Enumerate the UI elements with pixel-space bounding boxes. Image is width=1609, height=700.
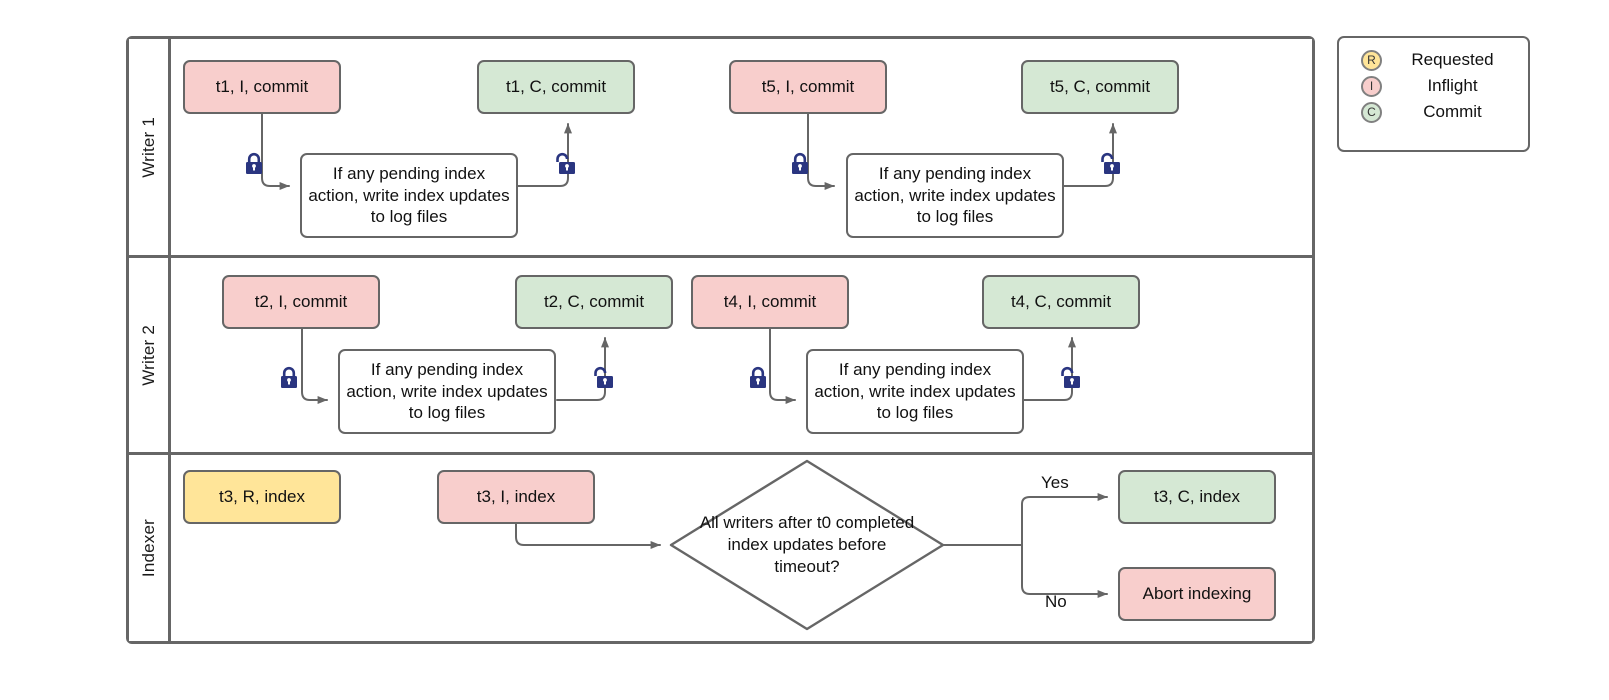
node-t3-requested[interactable]: t3, R, index	[183, 470, 341, 524]
edge-label-no: No	[1045, 592, 1067, 611]
node-t3-commit[interactable]: t3, C, index	[1118, 470, 1276, 524]
lock-closed-icon	[792, 152, 808, 174]
legend-item-commit: C Commit	[1339, 99, 1528, 125]
node-t5-write-index-process[interactable]: If any pending index action, write index…	[846, 153, 1064, 238]
lock-open-icon	[1101, 152, 1120, 174]
lane-label-writer1: Writer 1	[138, 116, 158, 178]
node-t1-write-index-process[interactable]: If any pending index action, write index…	[300, 153, 518, 238]
lock-open-icon	[1061, 366, 1080, 388]
node-t4-commit[interactable]: t4, C, commit	[982, 275, 1140, 329]
inflight-badge-icon: I	[1361, 75, 1382, 97]
lock-open-icon	[556, 152, 575, 174]
lane-header-indexer: Indexer	[129, 455, 171, 641]
edge-label-yes: Yes	[1041, 473, 1069, 492]
node-t1-inflight[interactable]: t1, I, commit	[183, 60, 341, 114]
commit-badge-icon: C	[1361, 101, 1382, 123]
legend-panel: R Requested I Inflight C Commit	[1337, 36, 1530, 152]
node-t2-inflight[interactable]: t2, I, commit	[222, 275, 380, 329]
legend-label-inflight: Inflight	[1427, 76, 1478, 95]
node-t1-commit[interactable]: t1, C, commit	[477, 60, 635, 114]
legend-label-commit: Commit	[1423, 102, 1482, 121]
lane-label-writer2: Writer 2	[138, 324, 158, 386]
node-t5-commit[interactable]: t5, C, commit	[1021, 60, 1179, 114]
lane-label-indexer: Indexer	[138, 518, 158, 578]
legend-label-requested: Requested	[1411, 50, 1494, 69]
node-t4-write-index-process[interactable]: If any pending index action, write index…	[806, 349, 1024, 434]
lock-closed-icon	[281, 366, 297, 388]
node-t4-inflight[interactable]: t4, I, commit	[691, 275, 849, 329]
node-t2-write-index-process[interactable]: If any pending index action, write index…	[338, 349, 556, 434]
requested-badge-icon: R	[1361, 49, 1382, 71]
node-t3-inflight[interactable]: t3, I, index	[437, 470, 595, 524]
legend-item-inflight: I Inflight	[1339, 73, 1528, 99]
lane-divider-2	[129, 452, 1312, 455]
node-abort-indexing[interactable]: Abort indexing	[1118, 567, 1276, 621]
node-t2-commit[interactable]: t2, C, commit	[515, 275, 673, 329]
lock-closed-icon	[750, 366, 766, 388]
lane-header-writer1: Writer 1	[129, 39, 171, 255]
legend-item-requested: R Requested	[1339, 47, 1528, 73]
node-t5-inflight[interactable]: t5, I, commit	[729, 60, 887, 114]
node-decision-writers-completed[interactable]: All writers after t0 completed index upd…	[668, 458, 946, 632]
lock-closed-icon	[246, 152, 262, 174]
lane-divider-1	[129, 255, 1312, 258]
lock-open-icon	[594, 366, 613, 388]
lane-header-writer2: Writer 2	[129, 258, 171, 452]
